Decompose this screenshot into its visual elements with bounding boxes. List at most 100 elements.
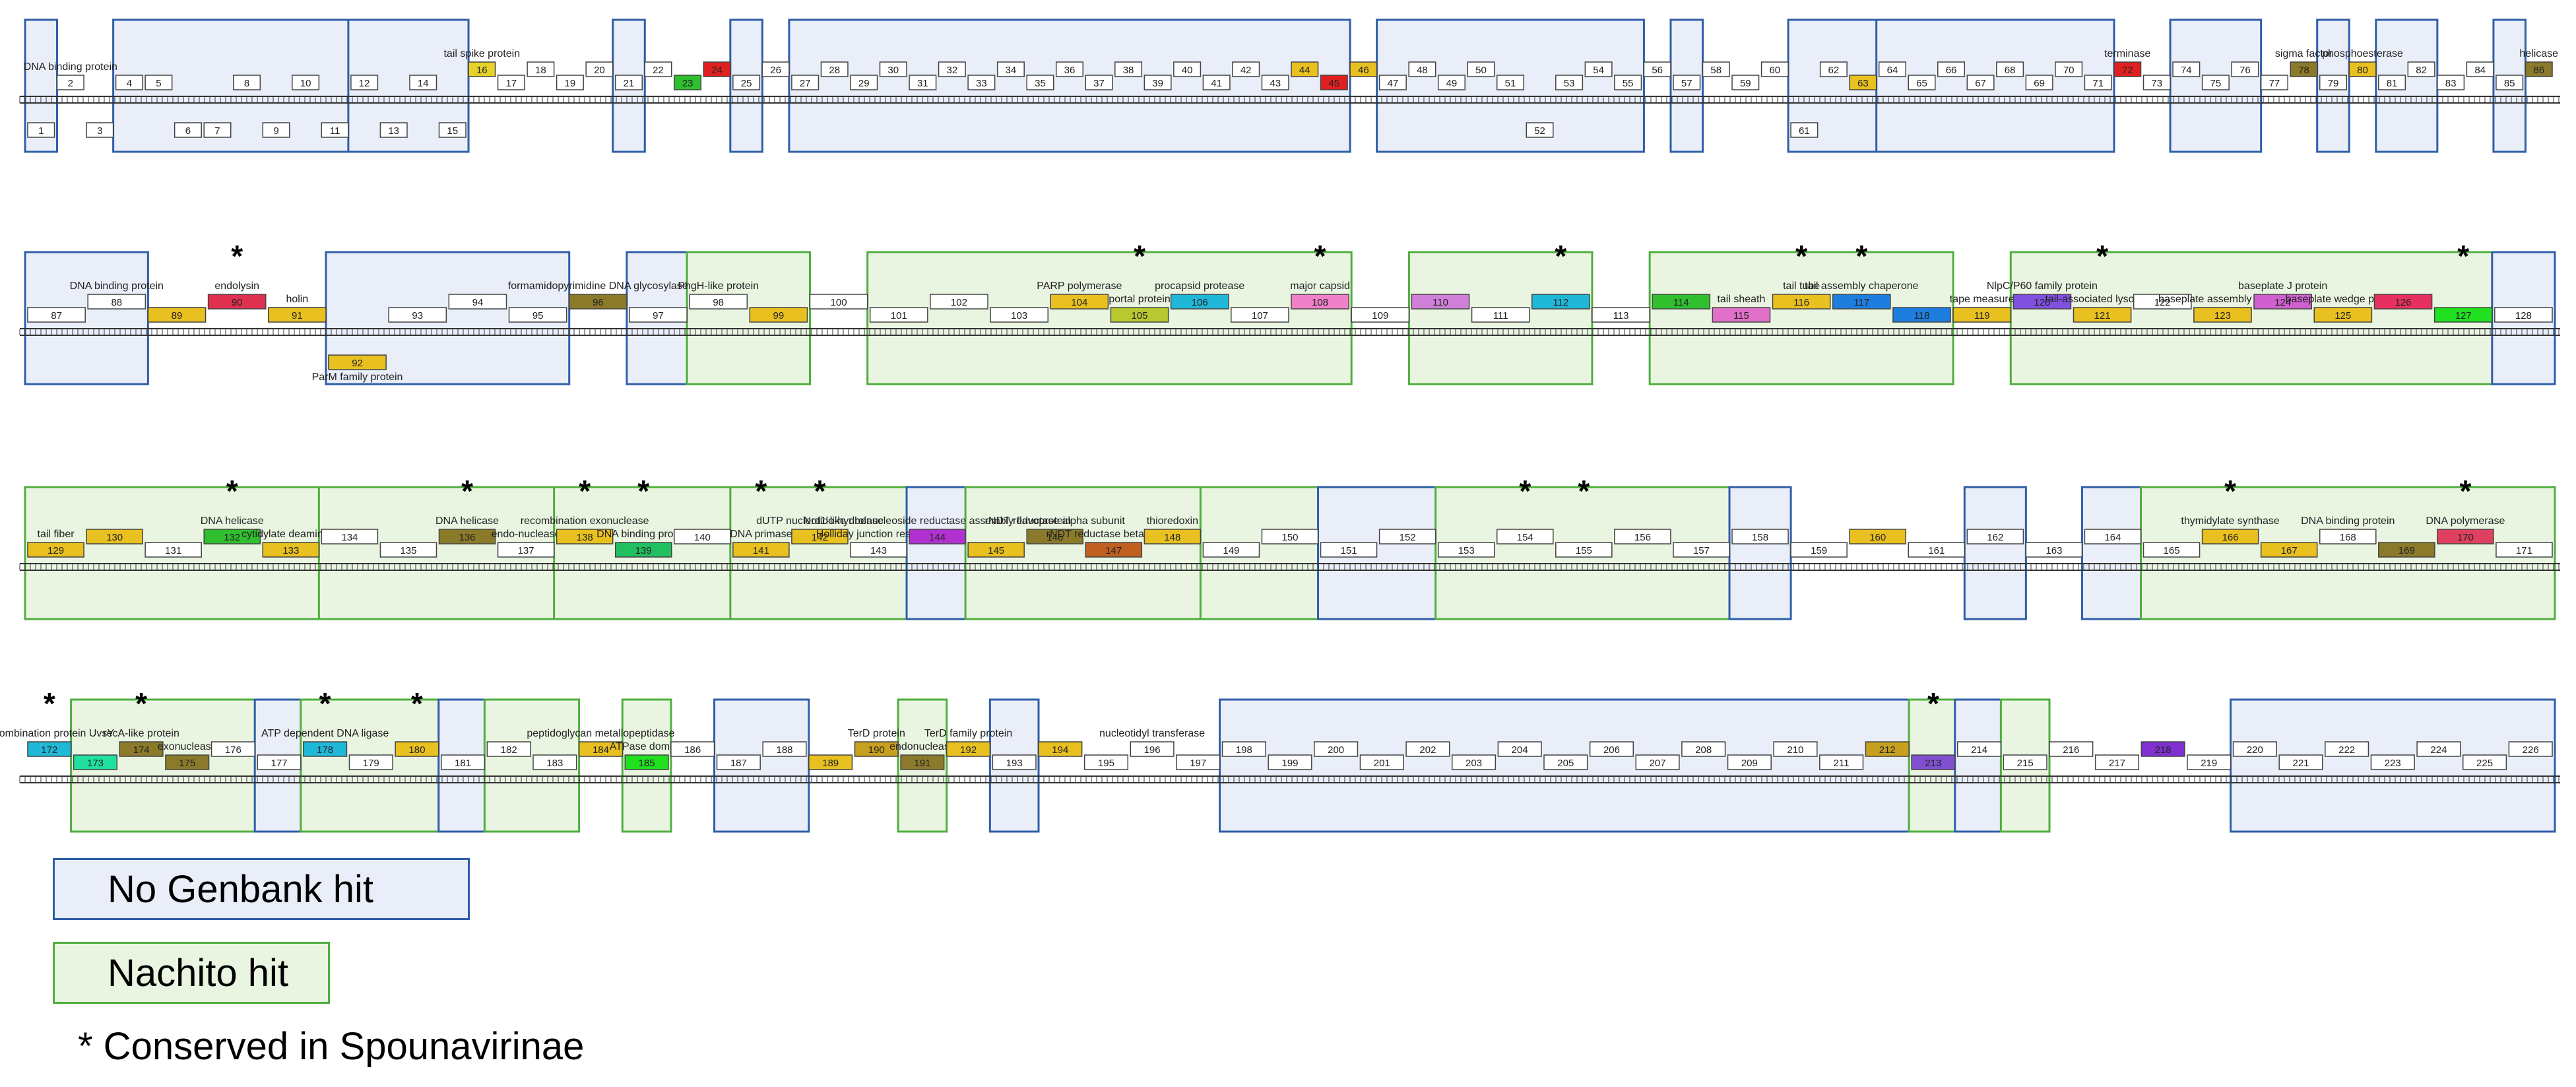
gene-number-108: 108 bbox=[1312, 297, 1328, 308]
gene-number-61: 61 bbox=[1799, 125, 1810, 137]
gene-121 bbox=[2073, 307, 2132, 323]
gene-56 bbox=[1643, 61, 1671, 77]
gene-7 bbox=[203, 122, 232, 138]
gene-80 bbox=[2348, 61, 2377, 77]
gene-number-141: 141 bbox=[753, 545, 769, 556]
gene-89 bbox=[147, 307, 207, 323]
gene-number-184: 184 bbox=[593, 744, 609, 756]
gene-number-26: 26 bbox=[770, 65, 781, 76]
gene-number-125: 125 bbox=[2334, 310, 2351, 321]
gene-number-21: 21 bbox=[624, 78, 635, 89]
gene-188 bbox=[762, 741, 807, 757]
gene-number-96: 96 bbox=[593, 297, 604, 308]
gene-label-132: DNA helicase bbox=[201, 515, 264, 527]
gene-number-190: 190 bbox=[868, 744, 885, 756]
gene-140 bbox=[674, 529, 731, 544]
gene-38 bbox=[1114, 61, 1143, 77]
gene-97 bbox=[629, 307, 688, 323]
gene-202 bbox=[1405, 741, 1450, 757]
gene-number-13: 13 bbox=[388, 125, 399, 137]
gene-36 bbox=[1055, 61, 1084, 77]
gene-197 bbox=[1176, 754, 1221, 770]
gene-number-161: 161 bbox=[1928, 545, 1945, 556]
gene-155 bbox=[1555, 542, 1613, 558]
gene-122 bbox=[2133, 294, 2192, 310]
gene-101 bbox=[869, 307, 928, 323]
gene-198 bbox=[1221, 741, 1266, 757]
gene-number-99: 99 bbox=[773, 310, 785, 321]
gene-112 bbox=[1531, 294, 1590, 310]
gene-183 bbox=[532, 754, 577, 770]
gene-94 bbox=[448, 294, 507, 310]
gene-number-77: 77 bbox=[2269, 78, 2280, 89]
gene-label-104: PARP polymerase bbox=[1037, 280, 1122, 292]
gene-35 bbox=[1026, 75, 1054, 90]
gene-number-109: 109 bbox=[1372, 310, 1388, 321]
gene-28 bbox=[820, 61, 849, 77]
gene-number-170: 170 bbox=[2457, 532, 2474, 543]
gene-10 bbox=[292, 75, 320, 90]
gene-number-113: 113 bbox=[1613, 310, 1629, 321]
gene-110 bbox=[1411, 294, 1470, 310]
gene-number-24: 24 bbox=[711, 65, 723, 76]
gene-number-33: 33 bbox=[976, 78, 987, 89]
gene-55 bbox=[1614, 75, 1642, 90]
gene-number-106: 106 bbox=[1192, 297, 1208, 308]
gene-217 bbox=[2094, 754, 2140, 770]
gene-label-116: tail tube bbox=[1783, 280, 1820, 292]
gene-number-122: 122 bbox=[2154, 297, 2171, 308]
gene-label-115: tail sheath bbox=[1717, 294, 1765, 305]
gene-30 bbox=[879, 61, 907, 77]
legend-conserved: * Conserved in Spounavirinae bbox=[78, 1025, 585, 1068]
gene-number-4: 4 bbox=[127, 78, 132, 89]
gene-129 bbox=[27, 542, 84, 558]
gene-label-91: holin bbox=[286, 294, 308, 305]
gene-label-185: ATPase domain bbox=[610, 741, 684, 752]
gene-63 bbox=[1849, 75, 1877, 90]
gene-209 bbox=[1727, 754, 1772, 770]
gene-number-152: 152 bbox=[1400, 532, 1416, 543]
gene-number-95: 95 bbox=[532, 310, 544, 321]
gene-label-168: DNA binding protein bbox=[2301, 515, 2395, 527]
gene-number-175: 175 bbox=[179, 758, 195, 769]
gene-69 bbox=[2025, 75, 2053, 90]
gene-179 bbox=[348, 754, 393, 770]
conserved-star-172: * bbox=[44, 686, 55, 721]
gene-number-131: 131 bbox=[165, 545, 181, 556]
gene-47 bbox=[1378, 75, 1407, 90]
gene-number-57: 57 bbox=[1681, 78, 1692, 89]
gene-number-221: 221 bbox=[2292, 758, 2309, 769]
gene-61 bbox=[1790, 122, 1819, 138]
gene-number-14: 14 bbox=[418, 78, 429, 89]
gene-label-124: baseplate J protein bbox=[2238, 280, 2327, 292]
gene-number-191: 191 bbox=[914, 758, 930, 769]
gene-167 bbox=[2260, 542, 2318, 558]
gene-127 bbox=[2433, 307, 2493, 323]
gene-label-98: PhgH-like protein bbox=[678, 280, 759, 292]
gene-71 bbox=[2084, 75, 2112, 90]
conserved-star-154: * bbox=[1519, 474, 1531, 508]
legend-no-genbank: No Genbank hit bbox=[53, 858, 470, 920]
gene-label-90: endolysin bbox=[214, 280, 259, 292]
gene-49 bbox=[1437, 75, 1465, 90]
gene-2 bbox=[56, 75, 84, 90]
gene-65 bbox=[1908, 75, 1936, 90]
gene-13 bbox=[379, 122, 408, 138]
gene-number-50: 50 bbox=[1475, 65, 1487, 76]
gene-label-105: portal protein bbox=[1109, 294, 1170, 305]
gene-number-75: 75 bbox=[2210, 78, 2222, 89]
gene-label-125: baseplate wedge protein bbox=[2286, 294, 2400, 305]
gene-label-142: dUTP nucleotido-hydrolase bbox=[756, 515, 884, 527]
gene-number-98: 98 bbox=[713, 297, 724, 308]
gene-number-133: 133 bbox=[282, 545, 299, 556]
gene-number-150: 150 bbox=[1281, 532, 1298, 543]
gene-label-117: tail assembly chaperone bbox=[1805, 280, 1919, 292]
gene-number-53: 53 bbox=[1564, 78, 1575, 89]
gene-label-144: Nrd1-like ribonucleoside reductase assem… bbox=[804, 515, 1072, 527]
gene-number-56: 56 bbox=[1652, 65, 1663, 76]
gene-number-134: 134 bbox=[341, 532, 358, 543]
gene-label-166: thymidylate synthase bbox=[2181, 515, 2280, 527]
gene-number-51: 51 bbox=[1505, 78, 1516, 89]
gene-59 bbox=[1731, 75, 1760, 90]
gene-213 bbox=[1911, 754, 1956, 770]
